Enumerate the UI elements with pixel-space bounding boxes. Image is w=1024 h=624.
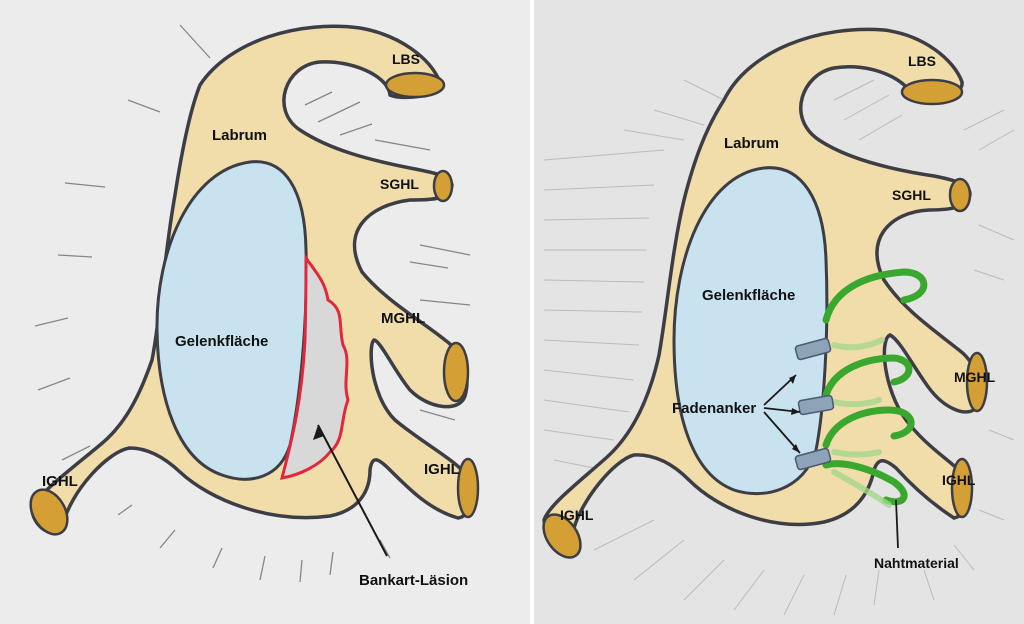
- label-lbs: LBS: [392, 51, 420, 67]
- label-ighl-left: IGHL: [42, 473, 78, 490]
- repair-drawing: LBS Labrum SGHL Gelenkfläche MGHL Fadena…: [534, 0, 1024, 624]
- lbs-end: [386, 73, 444, 97]
- label-ighl-right: IGHL: [424, 461, 460, 478]
- ighl-right-end: [952, 459, 972, 517]
- label-lbs: LBS: [908, 53, 936, 69]
- lbs-end: [902, 80, 962, 104]
- label-mghl: MGHL: [954, 369, 996, 385]
- label-sghl: SGHL: [380, 176, 419, 192]
- panel-bankart-repair: LBS Labrum SGHL Gelenkfläche MGHL Fadena…: [534, 0, 1024, 624]
- ighl-right-end: [458, 459, 478, 517]
- label-ighl-right: IGHL: [942, 472, 976, 488]
- label-anchors: Fadenanker: [672, 400, 756, 417]
- label-mghl: MGHL: [381, 310, 425, 327]
- label-labrum: Labrum: [724, 135, 779, 152]
- label-bankart-lesion: Bankart-Läsion: [359, 572, 468, 589]
- panel-bankart-lesion: LBS Labrum SGHL MGHL Gelenkfläche IGHL I…: [0, 0, 530, 624]
- label-glenoid: Gelenkfläche: [702, 287, 795, 304]
- mghl-end: [444, 343, 468, 401]
- bankart-drawing: LBS Labrum SGHL MGHL Gelenkfläche IGHL I…: [0, 0, 530, 624]
- sghl-end: [434, 171, 452, 201]
- label-labrum: Labrum: [212, 127, 267, 144]
- label-ighl-left: IGHL: [560, 507, 594, 523]
- label-sghl: SGHL: [892, 187, 931, 203]
- sghl-end: [950, 179, 970, 211]
- label-suture: Nahtmaterial: [874, 555, 959, 571]
- label-glenoid: Gelenkfläche: [175, 333, 268, 350]
